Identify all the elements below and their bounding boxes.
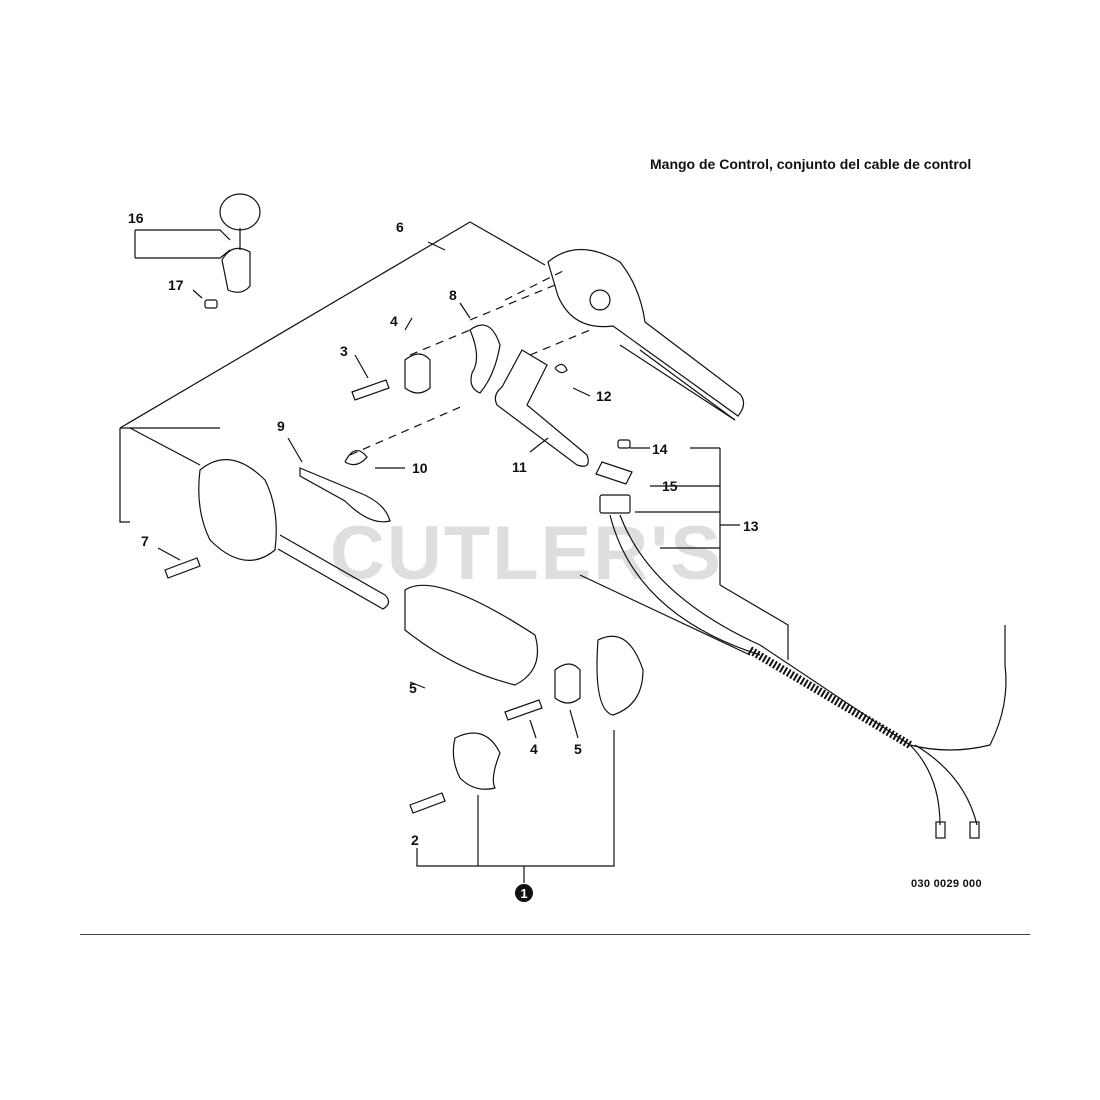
spring-10-part — [344, 450, 368, 466]
callout-8: 8 — [449, 287, 457, 303]
callout-13: 13 — [743, 518, 759, 534]
footer-divider — [80, 934, 1030, 935]
callout-7: 7 — [141, 533, 149, 549]
screw-14-part — [617, 439, 631, 449]
upper-housing-part — [547, 248, 745, 421]
callout-1-badge: 1 — [515, 884, 533, 902]
callout-16: 16 — [128, 210, 144, 226]
watermark: CUTLER'S — [330, 511, 723, 596]
screw-lower-part — [504, 699, 543, 721]
spring-12-part — [554, 363, 568, 374]
cable-assembly-part — [579, 494, 1007, 839]
alignment-lines — [349, 269, 591, 456]
callout-3-lower: 4 — [530, 741, 538, 757]
page-title: Mango de Control, conjunto del cable de … — [650, 156, 972, 172]
clamp-lower-part — [554, 663, 581, 704]
end-cap-part — [596, 635, 644, 716]
callout-15: 15 — [662, 478, 678, 494]
trigger-lockout-part — [469, 324, 501, 394]
callout-6: 6 — [396, 219, 404, 235]
callout-11: 11 — [512, 459, 527, 475]
clamp-upper-part — [404, 353, 431, 394]
callout-10: 10 — [412, 460, 428, 476]
callout-labels: 16 17 6 8 4 3 12 9 10 11 14 15 13 7 5 4 … — [128, 210, 759, 848]
callout-17: 17 — [168, 277, 184, 293]
callout-12: 12 — [596, 388, 612, 404]
lever-9-part — [299, 467, 391, 523]
callout-9: 9 — [277, 418, 285, 434]
pull-ring-part — [204, 193, 261, 309]
callout-1: 1 — [520, 886, 527, 901]
cap-2-part — [452, 732, 501, 790]
diagram-code: 030 0029 000 — [911, 878, 982, 890]
callout-4-lower: 5 — [574, 741, 582, 757]
plate-15-part — [595, 461, 633, 485]
throttle-trigger-part — [494, 349, 589, 467]
callout-4-upper: 4 — [390, 313, 398, 329]
lower-housing-part — [164, 459, 390, 610]
callout-2: 2 — [411, 832, 419, 848]
leader-lines — [119, 221, 789, 883]
callout-5: 5 — [409, 680, 417, 696]
callout-14: 14 — [652, 441, 668, 457]
screw-2-part — [409, 792, 446, 814]
callout-3-upper: 3 — [340, 343, 348, 359]
grip-part — [404, 584, 539, 686]
screw-upper-part — [351, 379, 390, 401]
